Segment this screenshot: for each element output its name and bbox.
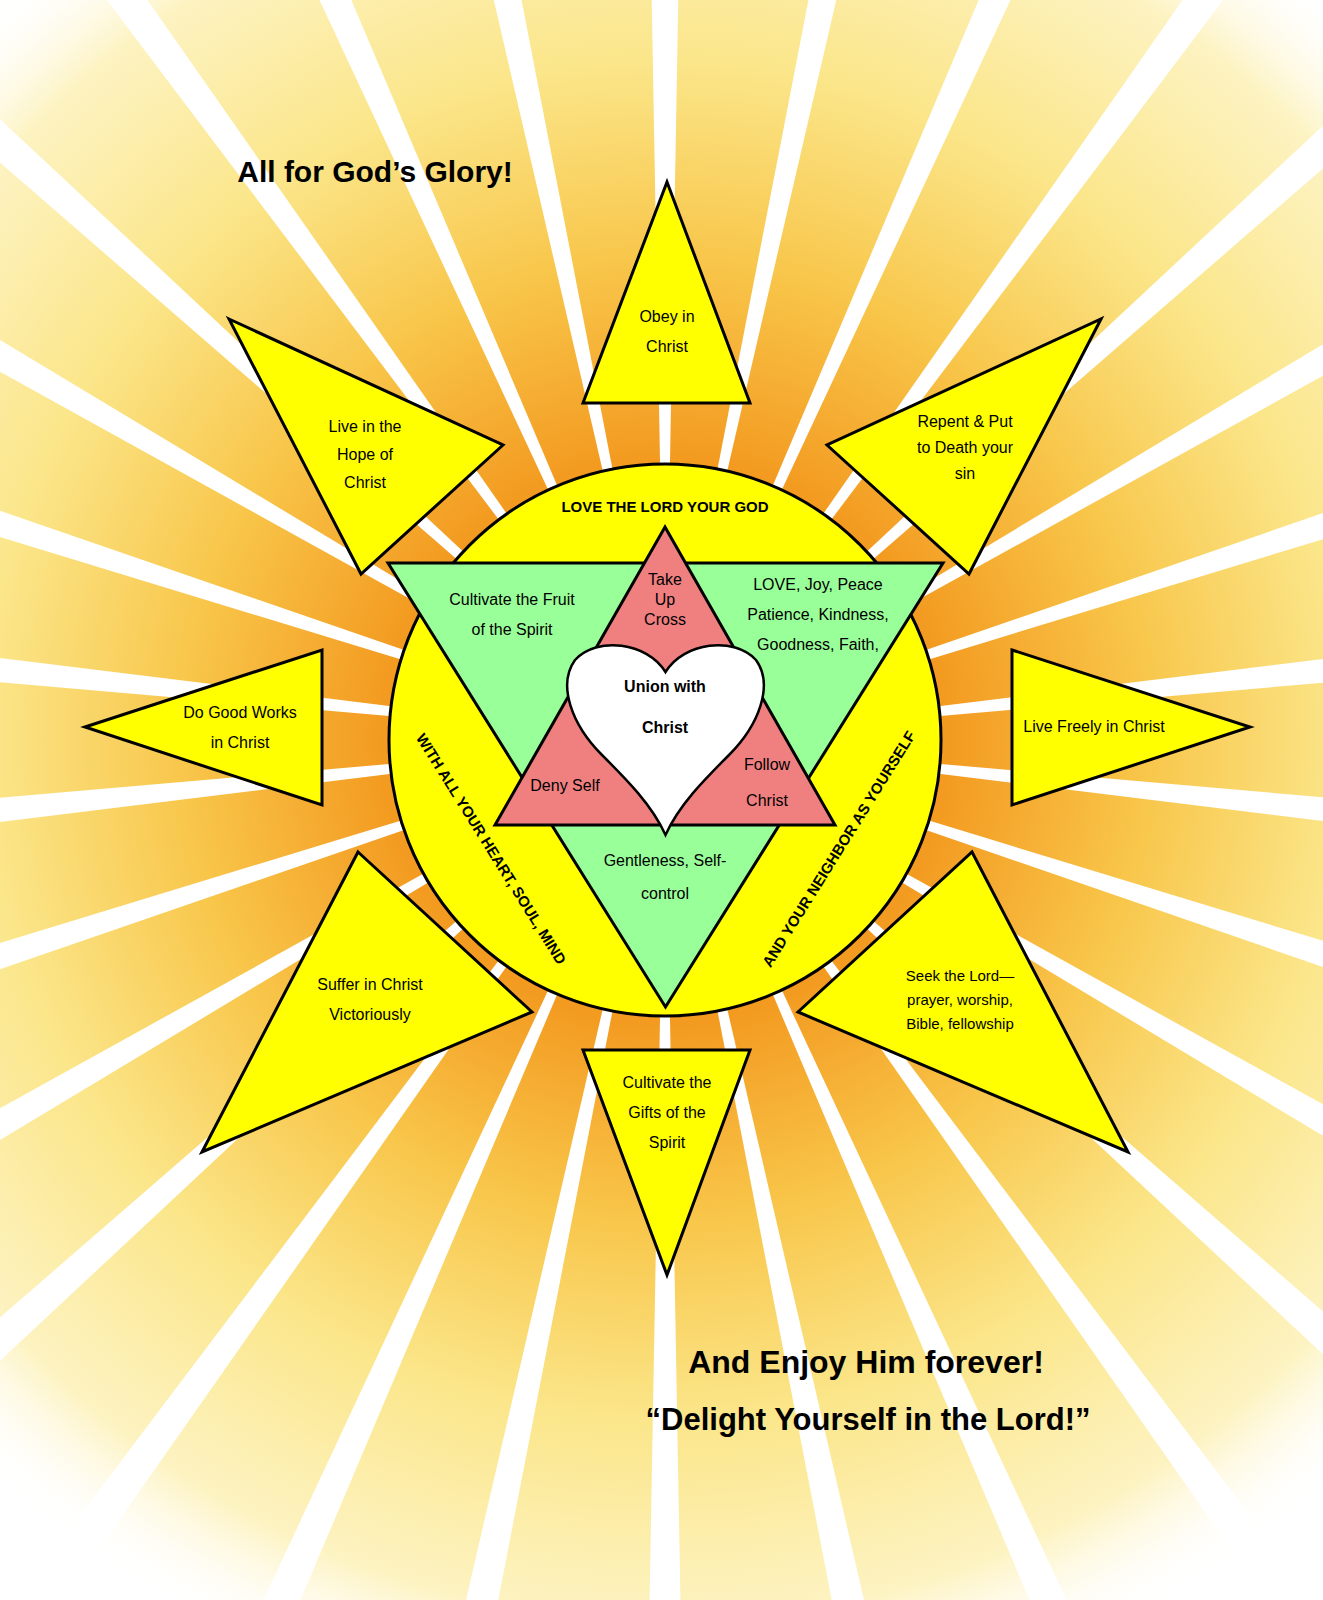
ray-triangle-shape [202, 852, 532, 1152]
node-text: Deny Self [530, 776, 599, 795]
ray-triangle: Seek the Lord—prayer, worship, Bible, fe… [798, 852, 1128, 1152]
ray-triangle: Do Good Works in Christ [85, 650, 322, 805]
caption-text: And Enjoy Him forever! [688, 1343, 1044, 1381]
union-heart: Union with Christ [567, 640, 764, 837]
node-text: Repent & Put to Death your sin [915, 409, 1015, 487]
node-text: Take Up Cross [637, 570, 693, 630]
node-text: Live Freely in Christ [1023, 717, 1164, 736]
node-text: Obey in Christ [627, 302, 707, 362]
node-text: LOVE, Joy, Peace Patience, Kindness, Goo… [738, 570, 898, 660]
ray-triangle: Suffer in Christ Victoriously [202, 852, 532, 1152]
ray-triangle: Live Freely in Christ [1012, 650, 1250, 805]
ray-triangle-outline [202, 852, 532, 1152]
ray-triangle-shape [827, 319, 1101, 574]
node-text: LOVE THE LORD YOUR GOD [561, 498, 768, 516]
node-text: Union with Christ [613, 666, 718, 748]
ray-triangle-shape [85, 650, 322, 805]
ray-triangle: Live in the Hope of Christ [229, 319, 503, 574]
node-text: Seek the Lord—prayer, worship, Bible, fe… [895, 964, 1025, 1036]
ray-triangle-outline [583, 182, 750, 403]
diagram-title: All for God’s Glory! [237, 154, 513, 190]
node-text: Cultivate the Gifts of the Spirit [612, 1068, 722, 1158]
ray-triangle-shape [798, 852, 1128, 1152]
node-text: Follow Christ [737, 747, 797, 819]
node-text: Cultivate the Fruit of the Spirit [445, 585, 580, 645]
node-text: Do Good Works in Christ [180, 698, 300, 758]
node-text: Gentleness, Self-control [595, 844, 735, 910]
ray-triangle-shape [583, 182, 750, 403]
node-text: Suffer in Christ Victoriously [308, 970, 433, 1030]
ray-triangle-shape [1012, 650, 1250, 805]
ray-triangle: Cultivate the Gifts of the Spirit [583, 1050, 750, 1275]
ray-triangle: Repent & Put to Death your sin [827, 319, 1101, 574]
union-heart-shape [567, 645, 764, 835]
ray-triangle-shape [583, 1050, 750, 1275]
union-heart-outline [567, 640, 764, 837]
ray-triangle: Obey in Christ [583, 182, 750, 403]
ray-triangle-shape [229, 319, 503, 574]
ray-triangle-outline [85, 650, 322, 805]
cross-triangle: Take Up CrossDeny Self Follow Christ Union… [495, 527, 835, 825]
node-text: Live in the Hope of Christ [323, 413, 408, 497]
love-circle: LOVE THE LORD YOUR GODWITH ALL YOUR HEAR… [389, 464, 941, 1016]
motto-label: “Delight Yourself in the Lord!” [646, 1401, 1091, 1438]
